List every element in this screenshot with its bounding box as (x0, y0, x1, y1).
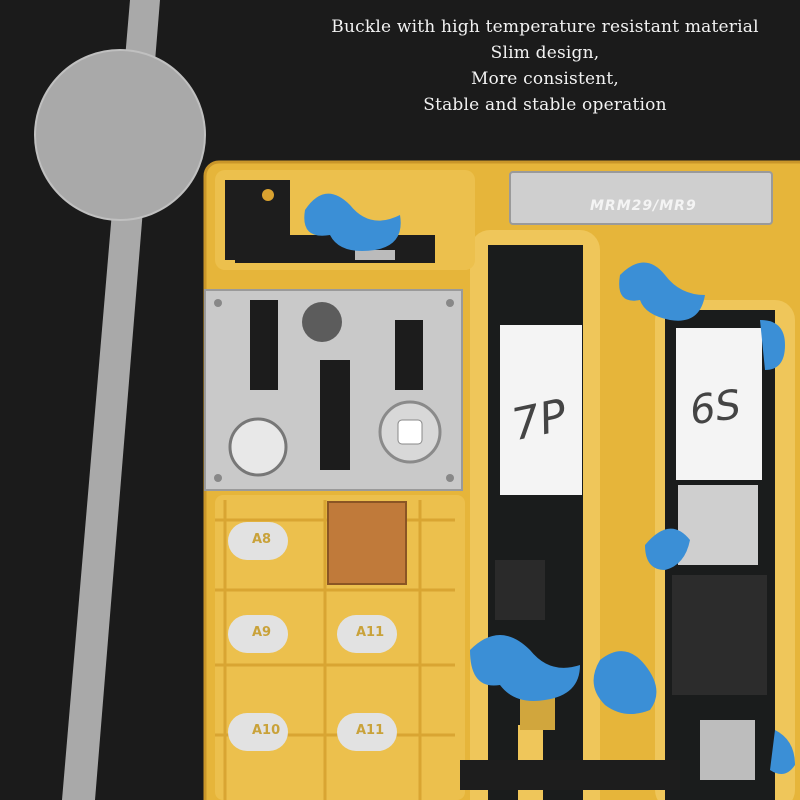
caption-line-3: More consistent, (470, 69, 620, 89)
nameplate (509, 171, 773, 225)
caption-line-1: Buckle with high temperature resistant m… (331, 17, 759, 37)
slot-label-1: A8 (252, 532, 272, 547)
chip-socket (327, 501, 407, 585)
nameplate-text: MRM29/MR9 (590, 198, 697, 214)
caption-line-4: Stable and stable operation (423, 95, 667, 115)
logic-board-7p (488, 245, 583, 800)
top-small-board (225, 180, 435, 263)
feature-caption: Buckle with high temperature resistant m… (300, 14, 790, 118)
slot-label-2: A9 (252, 625, 272, 640)
slot-holes (228, 522, 397, 751)
slot-label-4: A10 (252, 723, 281, 738)
caption-line-2: Slim design, (490, 43, 600, 63)
board-label-6s: 6S (687, 381, 744, 435)
home-button-plate (204, 289, 463, 491)
slot-label-5: A11 (356, 723, 385, 738)
bottom-flex (460, 760, 680, 790)
tool-handle (34, 0, 206, 800)
blue-clips (304, 193, 795, 774)
slot-label-3: A11 (356, 625, 385, 640)
